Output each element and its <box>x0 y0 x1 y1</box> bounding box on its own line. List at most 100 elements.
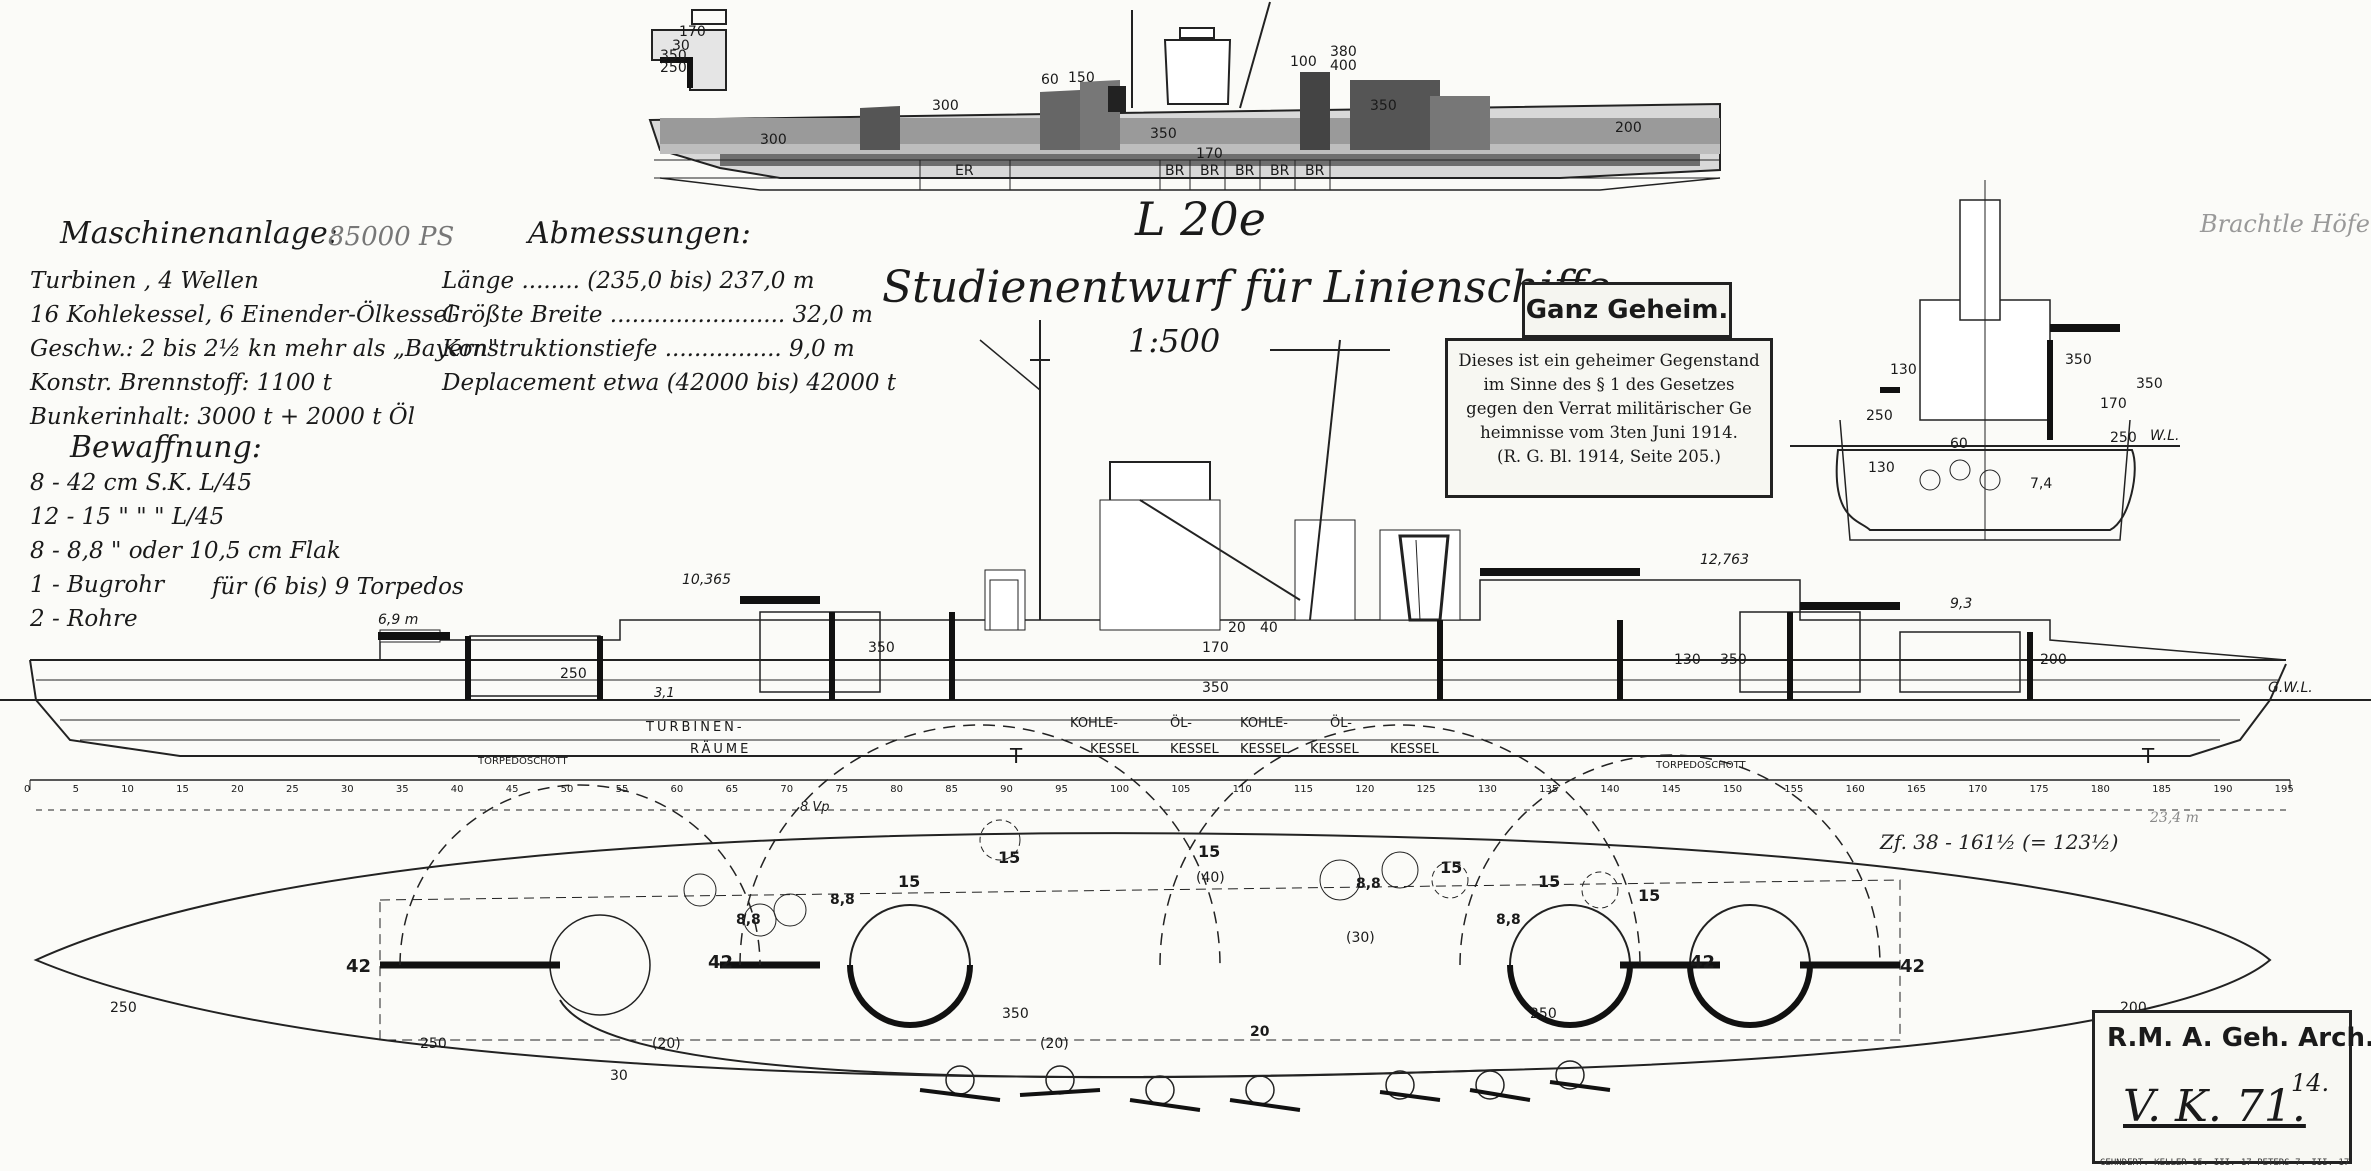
space-label: KESSEL <box>1090 742 1139 757</box>
frame-number: 10 <box>121 784 134 795</box>
frame-number: 80 <box>890 784 904 795</box>
frame-number: 0 <box>24 784 31 795</box>
frame-number: 30 <box>340 784 354 795</box>
deck-height: 6,9 m <box>378 612 419 628</box>
section-label: 130 <box>1868 460 1895 476</box>
secondary-gun-label: 8,8 <box>736 912 761 928</box>
deck-label: (20) <box>1040 1036 1069 1052</box>
section-label: 7,4 <box>2030 476 2053 492</box>
profile-label: 200 <box>1615 120 1642 136</box>
armor-label: 350 <box>1720 652 1747 668</box>
plan-armor-label: 30 <box>610 1068 628 1084</box>
profile-label: 100 <box>1290 54 1317 70</box>
space-label: RÄUME <box>690 742 752 757</box>
waterline-label: G.W.L. <box>2268 680 2313 696</box>
deck-label: (30) <box>1346 930 1375 946</box>
main-gun-label: 42 <box>1900 956 1926 977</box>
machinery-line: Konstr. Brennstoff: 1100 t <box>30 370 332 396</box>
frame-number: 190 <box>2213 784 2233 795</box>
dimension-label: Länge <box>442 268 515 294</box>
space-label: KESSEL <box>1240 742 1289 757</box>
frame-number: 60 <box>670 784 684 795</box>
deck-height: 10,365 <box>682 572 731 588</box>
plan-armor-label: 20 <box>1250 1024 1270 1040</box>
frame-number: 50 <box>560 784 574 795</box>
frame-number: 185 <box>2152 784 2172 795</box>
frame-number: 130 <box>1477 784 1497 795</box>
secrecy-notice: Dieses ist ein geheimer Gegenstand im Si… <box>1445 338 1773 498</box>
space-label: TORPEDOSCHOTT <box>1656 760 1746 771</box>
deck-height: 9,3 <box>1950 596 1973 612</box>
frame-number: 110 <box>1232 784 1252 795</box>
frame-number: 180 <box>2090 784 2110 795</box>
dimension-value: 9,0 m <box>789 336 855 362</box>
drawing-title: Studienentwurf für Linienschiffe <box>882 262 1611 313</box>
archive-number: 14. <box>2291 1069 2330 1097</box>
profile-label: 250 <box>660 60 687 76</box>
frame-number: 165 <box>1906 784 1926 795</box>
armor-label: 130 <box>1674 652 1701 668</box>
torpedo-mark: T <box>2142 744 2155 768</box>
section-label: 350 <box>2065 352 2092 368</box>
secondary-gun-label: 15 <box>998 848 1021 867</box>
profile-label: 300 <box>932 98 959 114</box>
beam-note: 23,4 m <box>2150 810 2199 826</box>
machinery-line: Bunkerinhalt: 3000 t + 2000 t Öl <box>30 404 416 430</box>
secondary-gun-label: 15 <box>898 872 921 891</box>
profile-label: 300 <box>760 132 787 148</box>
frame-number: 105 <box>1171 784 1191 795</box>
dimensions-heading: Abmessungen: <box>528 216 751 251</box>
elevation-note: 8 Vp <box>800 800 830 815</box>
drawing-scale: 1:500 <box>1128 322 1221 360</box>
frame-number: 75 <box>835 784 849 795</box>
section-label: 60 <box>1950 436 1968 452</box>
plan-armor-label: 250 <box>1530 1006 1557 1022</box>
compartment-label: BR <box>1235 163 1255 179</box>
frame-number: 15 <box>176 784 189 795</box>
machinery-heading: Maschinenanlage: <box>60 216 338 251</box>
deck-label: (20) <box>652 1036 681 1052</box>
design-code: L 20e <box>1135 192 1266 246</box>
profile-label: 350 <box>1370 98 1397 114</box>
machinery-list: Turbinen , 4 Wellen 16 Kohlekessel, 6 Ei… <box>30 264 499 434</box>
profile-label: 170 <box>1196 146 1223 162</box>
machinery-line: Turbinen , 4 Wellen <box>30 268 259 294</box>
main-gun-label: 42 <box>708 952 734 973</box>
frame-number: 140 <box>1600 784 1620 795</box>
dimension-value: 32,0 m <box>792 302 873 328</box>
frame-number: 35 <box>395 784 409 795</box>
section-view <box>1790 180 2180 541</box>
armament-line: 2 - Rohre <box>30 606 138 632</box>
secondary-gun-label: 8,8 <box>830 892 855 908</box>
frame-number: 95 <box>1055 784 1068 795</box>
profile-label: 350 <box>1150 126 1177 142</box>
frame-number: 170 <box>1968 784 1988 795</box>
notice-line: (R. G. Bl. 1914, Seite 205.) <box>1497 447 1721 466</box>
dimension-row: Deplacement etwa (42000 bis) 42000 t <box>442 366 896 400</box>
frame-note: Zf. 38 - 161½ (= 123½) <box>1880 830 2119 854</box>
plan-armor-label: 350 <box>1002 1006 1029 1022</box>
profile-label: 380 <box>1330 44 1357 60</box>
archive-stamp: R.M. A. Geh. Arch. K. I. V. K. 71. 14. <box>2092 1010 2371 1164</box>
profile-label: 400 <box>1330 58 1357 74</box>
notice-line: im Sinne des § 1 des Gesetzes <box>1483 375 1735 394</box>
dimension-row: Größte Breite ........................ 3… <box>442 302 873 328</box>
archive-line: R.M. A. Geh. Arch. K. I. <box>2107 1023 2371 1053</box>
compartment-label: BR <box>1305 163 1325 179</box>
frame-number: 85 <box>945 784 958 795</box>
side-elevation <box>0 320 2371 790</box>
notice-line: gegen den Verrat militärischer Ge <box>1466 399 1752 418</box>
space-label: KESSEL <box>1310 742 1359 757</box>
compartment-label: BR <box>1165 163 1185 179</box>
secondary-gun-label: 15 <box>1638 886 1661 905</box>
secondary-gun-label: 15 <box>1198 842 1221 861</box>
armor-label: 350 <box>1202 680 1229 696</box>
frame-number: 100 <box>1110 784 1130 795</box>
frame-number: 45 <box>505 784 519 795</box>
frame-number: 40 <box>450 784 464 795</box>
dimension-value: (42000 bis) 42000 t <box>666 370 897 396</box>
pencil-note: Brachtle Höfer <box>2200 210 2371 238</box>
dimension-label: Konstruktionstiefe <box>442 336 658 362</box>
torpedo-mark: T <box>1010 744 1023 768</box>
compartment-label: ER <box>955 163 974 179</box>
